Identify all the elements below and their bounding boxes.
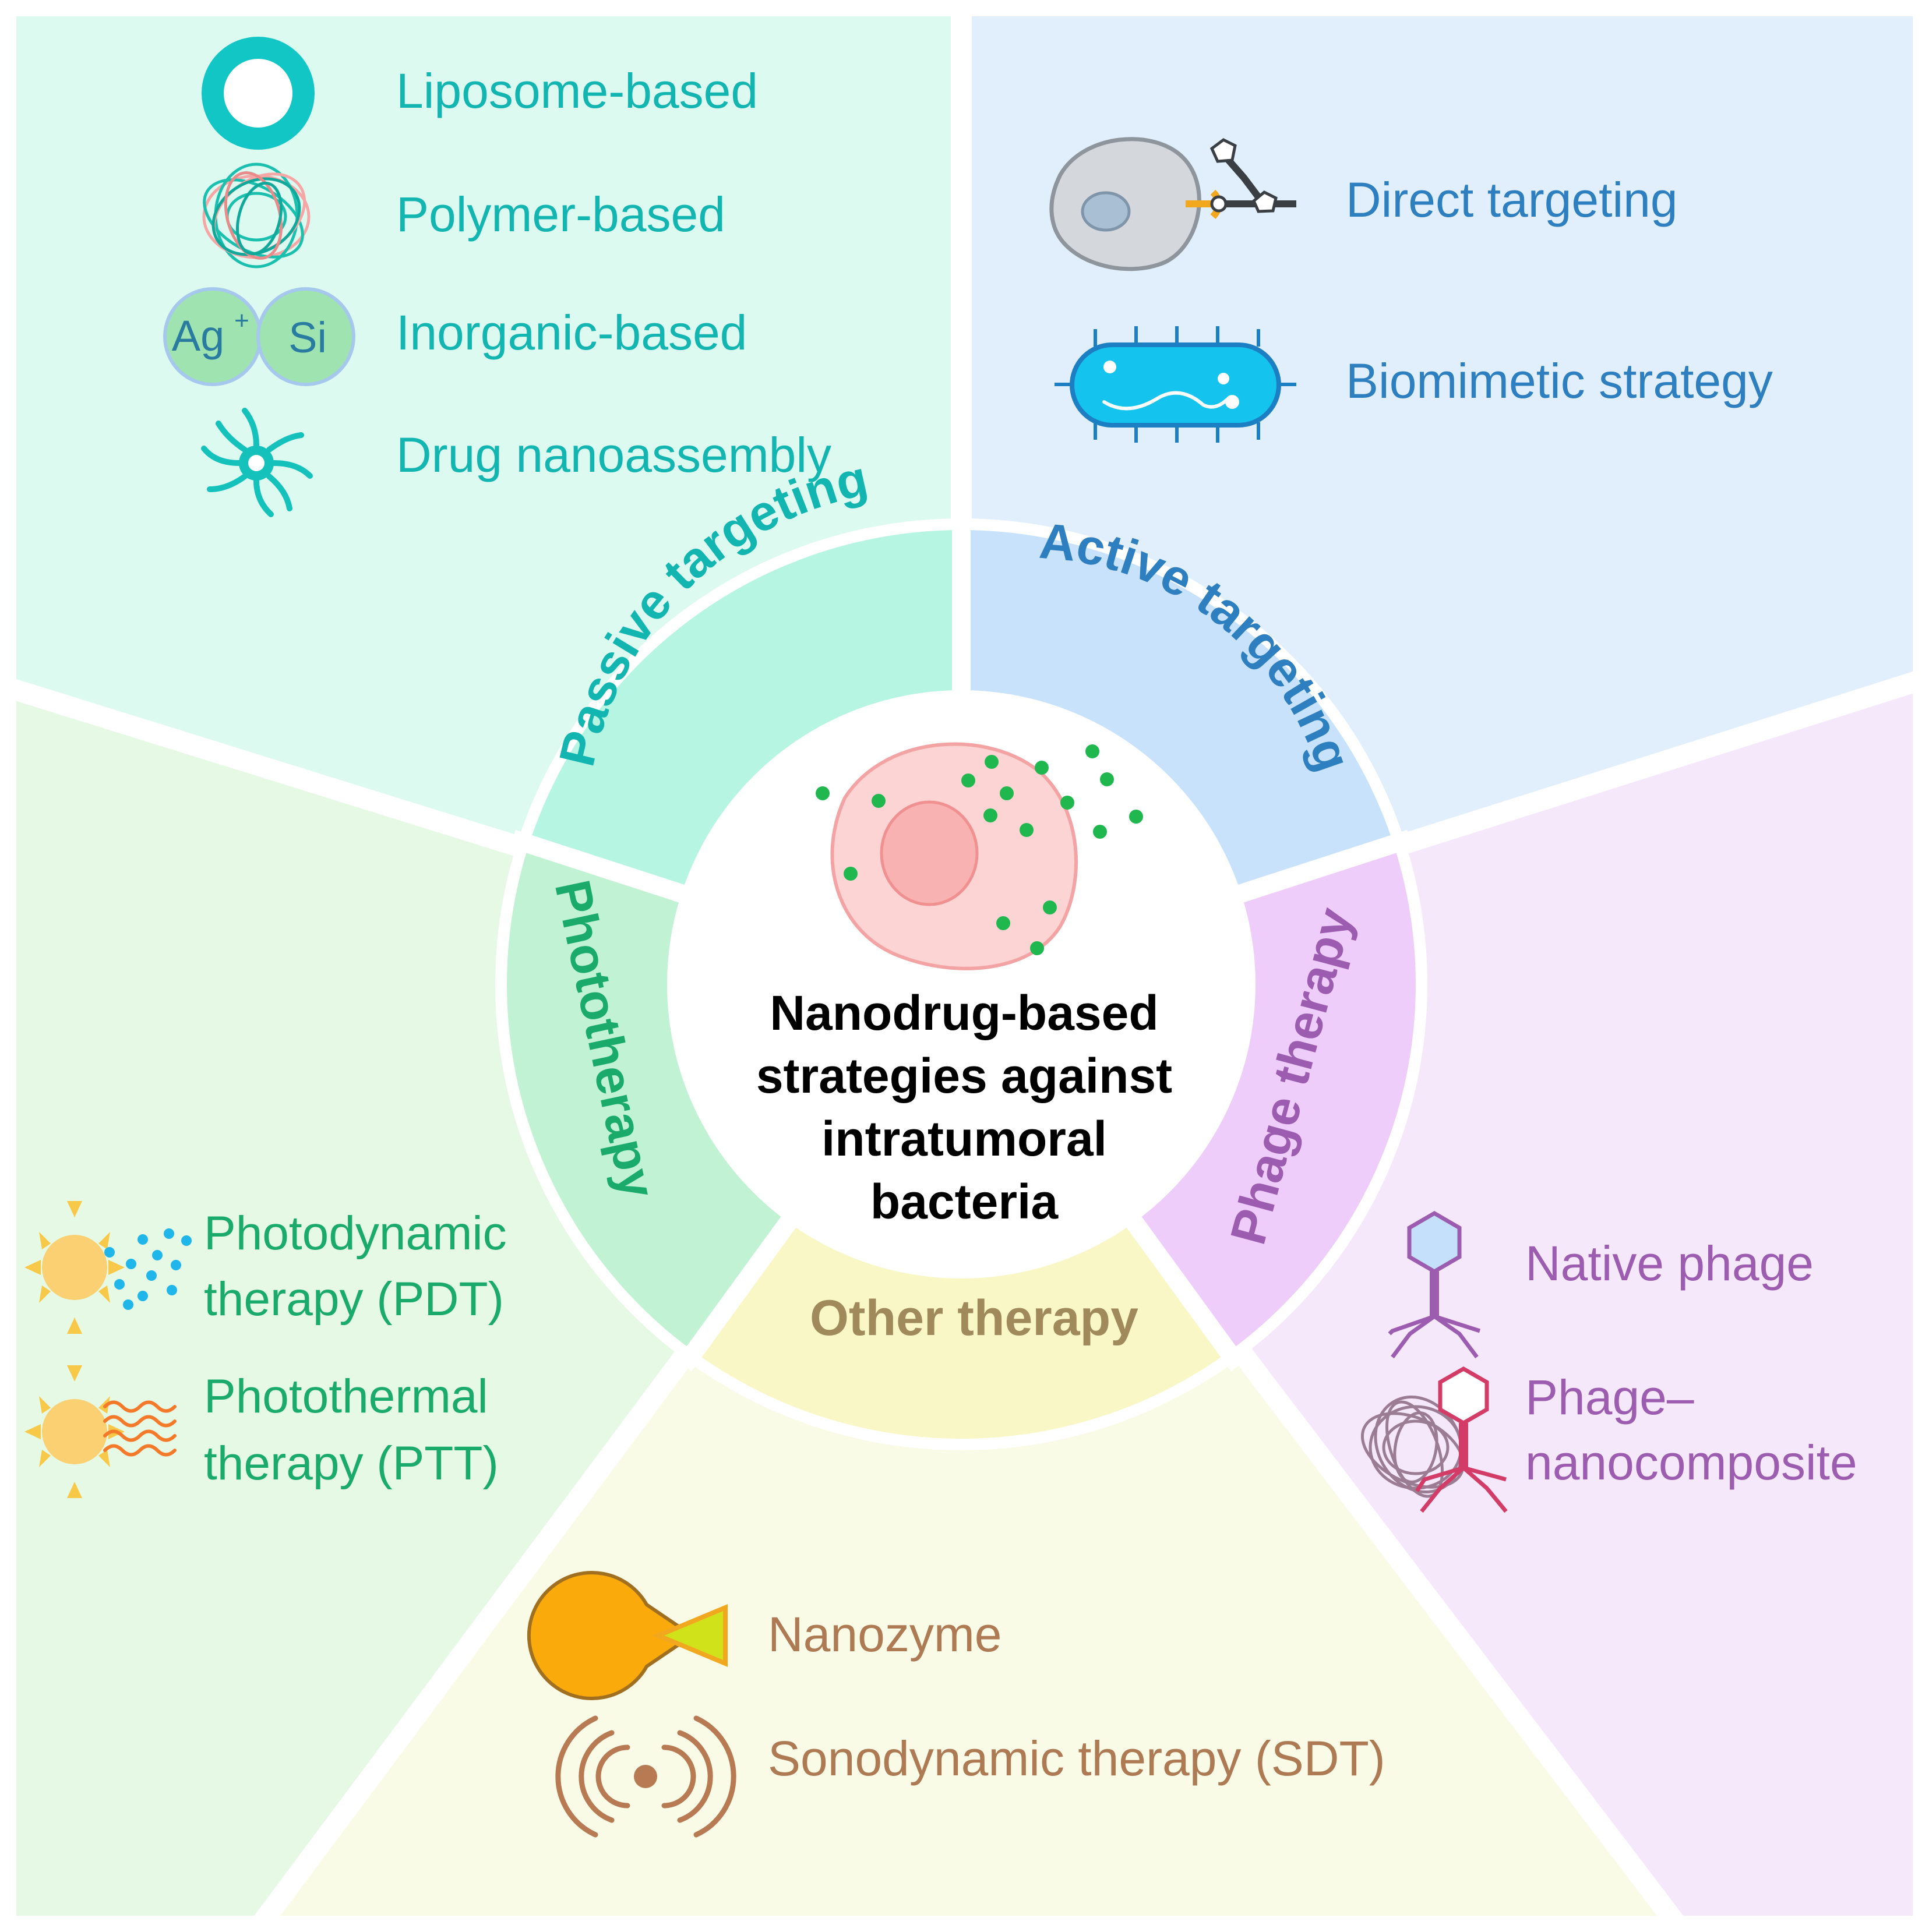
nanozyme-substrate-icon [652,1603,728,1668]
ptt-label-line-1: Photothermal [204,1370,488,1423]
liposome-icon [202,37,315,150]
bacterium-icon [1055,326,1296,443]
phage-composite-label-line-1: Phage– [1525,1370,1694,1425]
phage-composite-label-line-2: nanocomposite [1525,1435,1857,1490]
ultrasound-icon [555,1715,736,1838]
center-title-line-1: Nanodrug-based [770,986,1158,1040]
inorganic-label: Inorganic-based [396,305,747,360]
pdt-ros-icon [104,1228,192,1310]
liposome-label: Liposome-based [396,63,758,118]
native-phage-icon [1388,1210,1481,1359]
pdt-label-line-2: therapy (PDT) [204,1273,504,1326]
polymer-label: Polymer-based [396,187,725,242]
si-particle-icon [256,287,355,386]
center-title-line-4: bacteria [870,1174,1059,1229]
polymer-icon [202,163,311,269]
ptt-sun-icon [24,1365,125,1498]
sdt-label: Sonodynamic therapy (SDT) [768,1731,1385,1786]
direct-targeting-label: Direct targeting [1346,172,1678,227]
biomimetic-label: Biomimetic strategy [1346,354,1773,408]
phage-nanocomposite-icon [1360,1366,1508,1513]
ag-particle-label: Ag [172,312,225,360]
nanozyme-label: Nanozyme [768,1607,1002,1662]
photo-items: Photodynamic therapy (PDT) Photothermal … [24,1201,507,1498]
ring-label-other: Other therapy [810,1290,1138,1346]
passive-items: Liposome-based Polymer-based Ag + Si Ino… [163,37,831,517]
drug-nanoassembly-icon [201,408,313,517]
drug-nanoassembly-core-center [248,455,265,471]
center-disc [667,690,1256,1278]
receptor-ligand-icon [1186,138,1296,220]
center-title: Nanodrug-based strategies against intrat… [756,986,1172,1229]
center-cell-illustration [816,742,1143,970]
center-title-line-3: intratumoral [821,1111,1107,1166]
drug-nanoassembly-label: Drug nanoassembly [396,428,831,482]
ag-particle-charge: + [234,306,249,335]
ultrasound-source-icon [634,1765,657,1788]
cell-nucleus-icon [880,800,979,906]
center-title-line-2: strategies against [756,1048,1172,1103]
pdt-label-line-1: Photodynamic [204,1207,507,1260]
active-items: Direct targeting Biomim [1049,137,1773,443]
ptt-heat-icon [103,1400,177,1457]
phage-items: Native phage Phage– nanocomposite [1360,1210,1857,1513]
native-phage-label: Native phage [1525,1236,1814,1291]
nanozyme-icon [527,1571,696,1700]
bacteria-dots [816,744,1143,955]
other-items: Nanozyme Sonodynamic therapy (SDT) [527,1571,1385,1838]
si-particle-label: Si [288,313,327,362]
ptt-label-line-2: therapy (PTT) [204,1437,499,1490]
pdt-sun-icon [24,1201,125,1334]
target-cell-nucleus [1081,191,1131,232]
